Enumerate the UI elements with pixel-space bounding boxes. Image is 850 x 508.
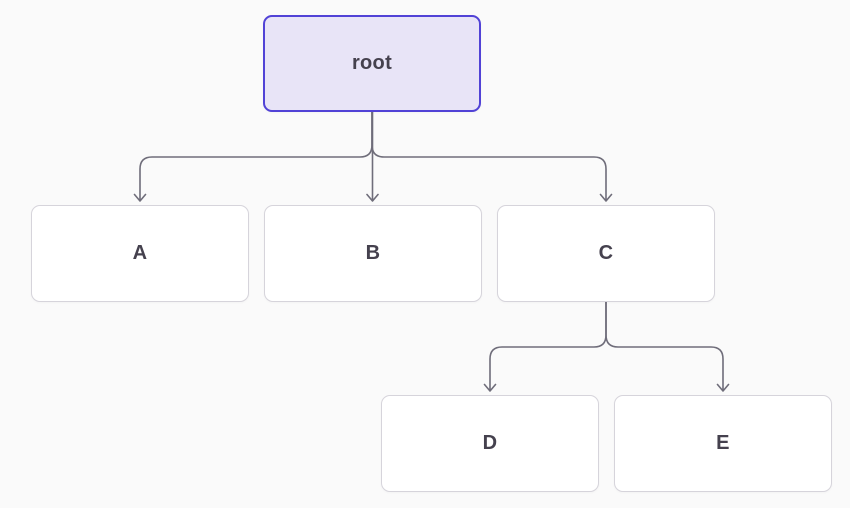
node-label: B — [365, 242, 381, 264]
node-label: D — [482, 432, 498, 454]
node-label: E — [716, 432, 730, 454]
tree-node-E[interactable]: E — [614, 395, 832, 492]
node-label: root — [351, 52, 393, 74]
tree-node-C[interactable]: C — [497, 205, 715, 302]
tree-node-A[interactable]: A — [31, 205, 249, 302]
tree-node-root[interactable]: root — [263, 15, 481, 112]
node-label: A — [132, 242, 148, 264]
edge-C-D — [483, 301, 607, 392]
edge-root-C — [371, 111, 613, 202]
edge-root-B — [366, 111, 379, 202]
tree-node-B[interactable]: B — [264, 205, 482, 302]
edge-C-E — [605, 301, 730, 392]
tree-node-D[interactable]: D — [381, 395, 599, 492]
edge-root-A — [133, 111, 373, 202]
node-label: C — [598, 242, 614, 264]
